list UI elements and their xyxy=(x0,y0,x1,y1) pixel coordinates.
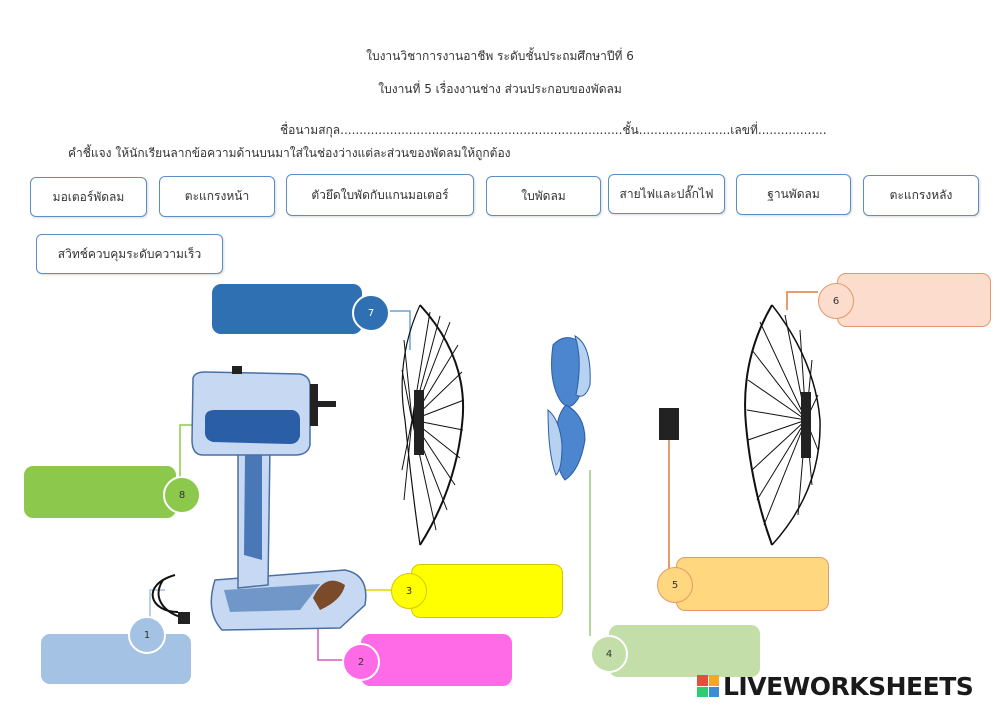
answer-slot-8[interactable] xyxy=(24,466,176,518)
blade-illustration xyxy=(547,334,591,481)
front-grille-illustration xyxy=(401,304,465,546)
student-info-line: ชื่อนามสกุล.............................… xyxy=(280,123,827,137)
number-badge-3: 3 xyxy=(391,573,427,609)
word-chip-front-grille[interactable]: ตะแกรงหน้า xyxy=(159,176,275,217)
word-chip-blade[interactable]: ใบพัดลม xyxy=(486,176,601,216)
number-badge-7: 7 xyxy=(352,294,390,332)
answer-slot-7[interactable] xyxy=(212,284,362,334)
instruction-text: คำชี้แจง ให้นักเรียนลากข้อความด้านบนมาใส… xyxy=(68,146,511,160)
logo-mark-icon xyxy=(697,675,719,697)
word-chip-cable-plug[interactable]: สายไฟและปลั๊กไฟ xyxy=(608,174,725,214)
worksheet-subtitle: ใบงานที่ 5 เรื่องงานช่าง ส่วนประกอบของพั… xyxy=(378,82,622,96)
answer-slot-5[interactable] xyxy=(676,557,829,611)
answer-slot-4[interactable] xyxy=(609,625,760,677)
answer-slot-3[interactable] xyxy=(411,564,563,618)
number-badge-8: 8 xyxy=(163,476,201,514)
leader-line-7 xyxy=(386,310,411,350)
answer-slot-6[interactable] xyxy=(837,273,991,327)
word-chip-speed-switch[interactable]: สวิทช์ควบคุมระดับความเร็ว xyxy=(36,234,223,274)
number-badge-2: 2 xyxy=(342,643,380,681)
word-chip-motor[interactable]: มอเตอร์พัดลม xyxy=(30,177,147,217)
word-chip-rear-grille[interactable]: ตะแกรงหลัง xyxy=(863,175,979,216)
worksheet-title: ใบงานวิชาการงานอาชีพ ระดับชั้นประถมศึกษา… xyxy=(366,49,634,63)
leader-line-6 xyxy=(786,291,818,310)
leader-line-2 xyxy=(317,620,343,661)
word-chip-blade-holder[interactable]: ตัวยึดใบพัดกับแกนมอเตอร์ xyxy=(286,174,474,216)
answer-slot-1[interactable] xyxy=(41,634,191,684)
number-badge-1: 1 xyxy=(128,616,166,654)
fan-body-illustration xyxy=(151,366,367,631)
word-chip-base[interactable]: ฐานพัดลม xyxy=(736,174,851,215)
number-badge-4: 4 xyxy=(590,635,628,673)
rear-grille-illustration xyxy=(744,304,821,546)
leader-line-1 xyxy=(149,589,165,620)
answer-slot-2[interactable] xyxy=(361,634,512,686)
number-badge-5: 5 xyxy=(657,567,693,603)
spinner-cap-illustration xyxy=(659,408,679,440)
number-badge-6: 6 xyxy=(818,283,854,319)
logo-text: LIVEWORKSHEETS xyxy=(723,671,974,701)
liveworksheets-logo: LIVEWORKSHEETS xyxy=(697,671,974,701)
